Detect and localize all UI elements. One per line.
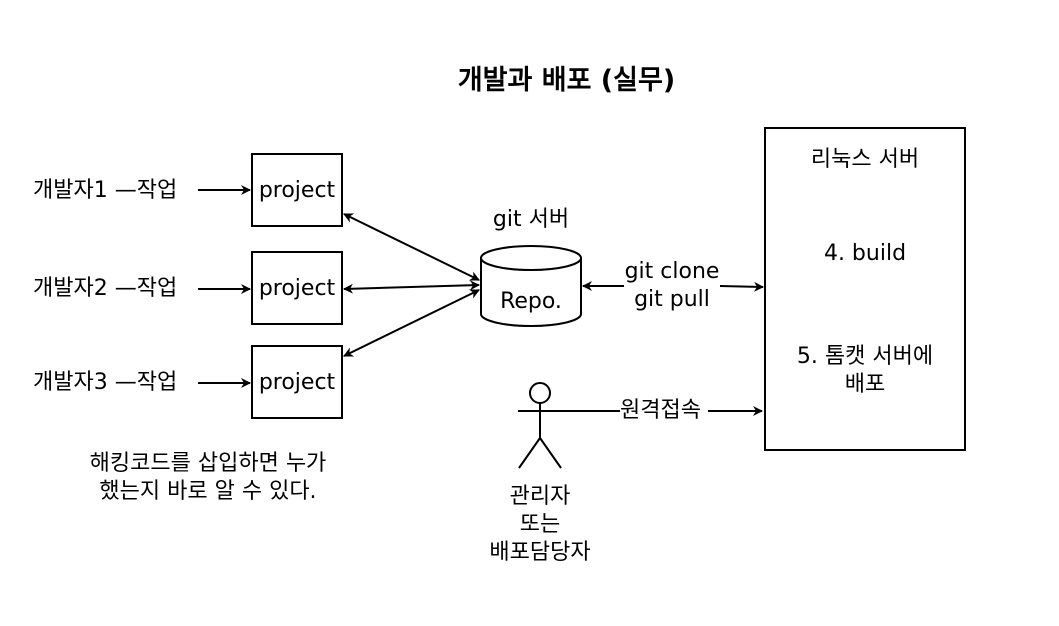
project-label: project — [258, 369, 336, 395]
project-box-1: project — [251, 153, 343, 227]
project3-repo-arrow — [343, 289, 480, 357]
build-step-label: 4. build — [823, 241, 907, 266]
developer-1-label: 개발자1 —작업 — [33, 178, 178, 203]
developer-2-label: 개발자2 —작업 — [33, 276, 178, 301]
git-commands-label: git clone git pull — [624, 259, 720, 312]
repo-label: Repo. — [500, 289, 562, 314]
repo-cylinder-icon — [480, 245, 582, 327]
deploy-step-label: 5. 톰캣 서버에 배포 — [796, 344, 934, 397]
linux-server-box — [764, 127, 966, 451]
project2-repo-arrow — [343, 280, 480, 294]
project-box-2: project — [251, 251, 343, 325]
linux-server-title: 리눅스 서버 — [810, 147, 920, 172]
remote-access-label: 원격접속 — [620, 397, 701, 425]
project-label: project — [258, 275, 336, 301]
project1-repo-arrow — [343, 213, 480, 281]
admin-label: 관리자 또는 배포담당자 — [489, 484, 591, 565]
git-server-title: git 서버 — [492, 207, 570, 232]
project-label: project — [258, 177, 336, 203]
developer-3-label: 개발자3 —작업 — [33, 370, 178, 395]
project-box-3: project — [251, 345, 343, 419]
admin-person-icon — [518, 382, 620, 469]
diagram-title: 개발과 배포 (실무) — [457, 65, 676, 96]
hacking-note: 해킹코드를 삽입하면 누가 했는지 바로 알 수 있다. — [89, 451, 327, 504]
git-pull-arrow — [719, 281, 764, 292]
